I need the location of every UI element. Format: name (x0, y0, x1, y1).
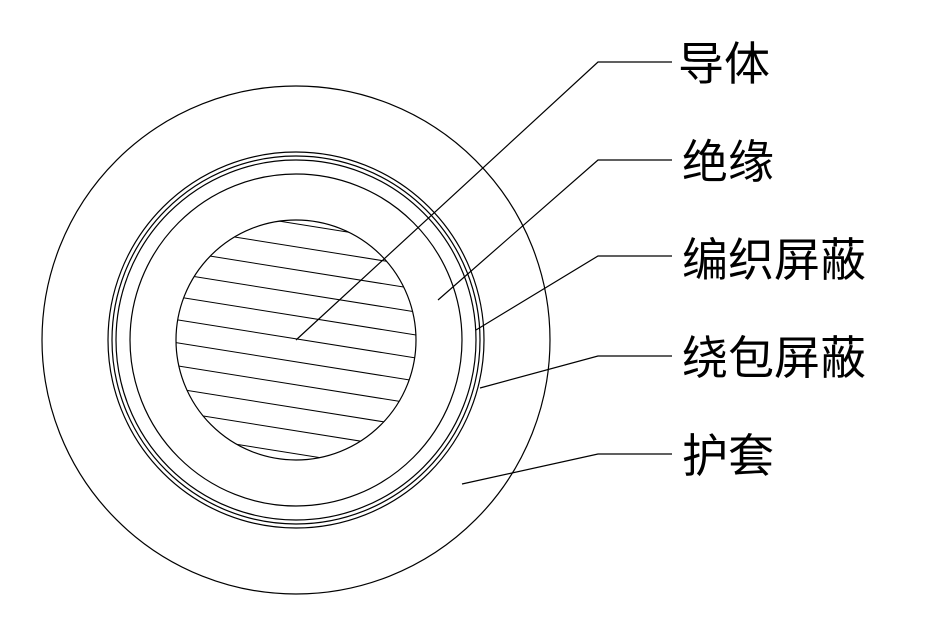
braid-shield-ring (115, 159, 477, 521)
hatch-line (176, 294, 416, 338)
conductor-hatching (176, 220, 416, 460)
label-conductor: 导体 (678, 37, 770, 91)
label-insulation: 绝缘 (682, 135, 774, 189)
hatch-line (176, 363, 416, 407)
sheath-outer-ring (41, 85, 551, 595)
conductor-leader (295, 61, 672, 341)
braid-shield-leader (475, 255, 672, 331)
hatch-line (176, 317, 416, 361)
label-wrap-shield: 绕包屏蔽 (682, 331, 866, 385)
wrap-shield-leader (479, 355, 672, 389)
insulation-ring (129, 173, 463, 507)
hatch-line (176, 386, 416, 430)
hatch-line (176, 340, 416, 384)
hatch-line (176, 271, 416, 315)
conductor-ring (175, 219, 417, 461)
hatch-line (176, 220, 416, 246)
hatch-line (176, 248, 416, 292)
hatch-line (176, 432, 416, 460)
label-braid-shield: 编织屏蔽 (682, 233, 866, 287)
wrap-shield-outer-ring (107, 151, 485, 529)
hatch-line (176, 409, 416, 453)
wrap-shield-inner-ring (111, 155, 481, 525)
hatch-line (176, 455, 416, 460)
label-sheath: 护套 (682, 429, 774, 483)
insulation-leader (437, 159, 672, 301)
sheath-leader (461, 453, 672, 485)
